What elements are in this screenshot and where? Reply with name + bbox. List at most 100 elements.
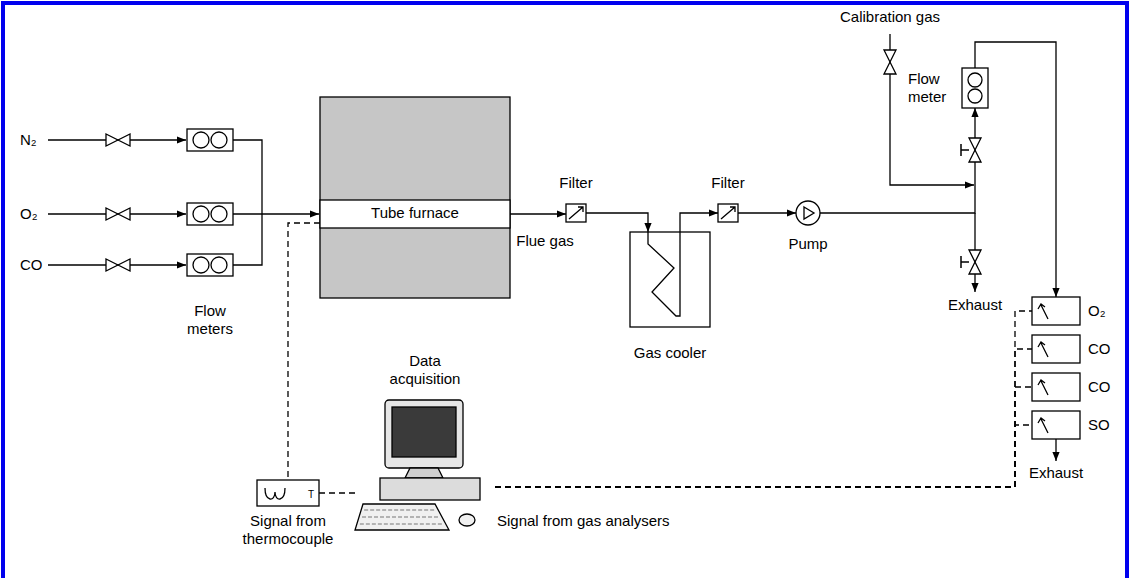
flow-meter-rotor (211, 206, 227, 222)
node-label: CO (1088, 378, 1128, 396)
key-row (360, 524, 443, 525)
gas-analyser-shape (1032, 297, 1080, 325)
exhaust-line (1055, 439, 1056, 461)
valve-symbol (106, 208, 130, 220)
pump-shape (796, 201, 820, 225)
flow-meter-rotor (968, 89, 982, 103)
signal-line (495, 349, 1032, 487)
monitor (385, 400, 463, 468)
analyser-needle (1038, 342, 1048, 357)
gas-analyser-shape (1032, 373, 1080, 401)
analyser-box (1032, 373, 1080, 401)
exhaust-label: Exhaust (1019, 464, 1093, 482)
furnace-tube (320, 200, 510, 228)
computer-case (380, 478, 480, 500)
furnace-inlet-line (233, 213, 319, 214)
pump-mark (804, 207, 814, 219)
flow-meter: Flow meter (962, 68, 988, 108)
node-label: O₂ (1088, 302, 1128, 320)
analyser-box (1032, 335, 1080, 363)
mouse (459, 514, 475, 526)
node-label: SO (1088, 416, 1128, 434)
filter-symbol (718, 204, 738, 222)
node-label: Filter (698, 174, 758, 192)
valve-symbol (106, 134, 130, 146)
filter-shape (566, 204, 586, 222)
needle-valve-symbol (969, 250, 981, 274)
gas-analyser: CO (1032, 335, 1080, 363)
gas-analyser: O₂ (1032, 297, 1080, 325)
node-label: CO (1088, 340, 1128, 358)
data-acquisition-pc: Data acquisition (355, 400, 495, 535)
node-label: Data acquisition (380, 352, 470, 388)
needle-valve-symbol (969, 138, 981, 162)
analyser-needle (1038, 380, 1048, 395)
needle-valve-stem (961, 144, 969, 156)
node-label: Flow meter (908, 70, 956, 106)
flow-meter-rotor (193, 206, 209, 222)
part-label: Flow meters (170, 302, 250, 338)
filter-mark (569, 207, 583, 219)
gas-name: O₂ (20, 205, 54, 223)
filter-symbol (566, 204, 586, 222)
tube-furnace: Tube furnace (320, 200, 510, 228)
signal-label: Signal from gas analysers (497, 512, 687, 530)
data-acquisition-pc-shape (355, 400, 495, 535)
needle-valve-stem (961, 256, 969, 268)
monitor-stand (405, 468, 443, 478)
flow-meter-symbol (187, 254, 233, 276)
stream-label: Flue gas (510, 232, 580, 250)
gas-line (510, 213, 566, 214)
thermocouple-mark: T (306, 489, 316, 501)
analyser-needle (1038, 304, 1048, 319)
thermocouple-symbol (265, 488, 285, 499)
filter-shape (718, 204, 738, 222)
analyser-box (1032, 297, 1080, 325)
gas-cooler: Gas cooler (630, 232, 710, 327)
keyboard (355, 504, 449, 530)
gas-line (738, 212, 796, 213)
flow-meter-rotor (211, 257, 227, 273)
gas-cooler-shape (630, 232, 710, 327)
calibration-line (890, 34, 974, 185)
cooling-coil (648, 232, 680, 316)
thermocouple-box (257, 480, 319, 506)
node-label: Tube furnace (320, 204, 510, 222)
gas-name: N₂ (20, 131, 54, 149)
key-row (362, 517, 439, 518)
monitor-screen (392, 407, 456, 457)
furnace-body (320, 97, 510, 298)
gas-analyser-shape (1032, 335, 1080, 363)
key-row (364, 510, 435, 511)
valve-symbol (106, 259, 130, 271)
gas-line (586, 213, 648, 232)
frame (3, 3, 1127, 578)
flow-meter-rotor (193, 132, 209, 148)
signal-line (495, 387, 1032, 487)
signal-line (495, 425, 1032, 487)
pump-symbol (796, 201, 820, 225)
exhaust-label: Exhaust (938, 296, 1012, 314)
flow-meter-shape (962, 68, 988, 108)
node-label: Filter (546, 174, 606, 192)
analyser-needle (1038, 418, 1048, 433)
signal-line (319, 492, 355, 493)
manifold-line (233, 140, 262, 265)
cooler-box (630, 232, 710, 327)
filter-mark (721, 207, 735, 219)
pump: Pump (796, 201, 820, 225)
signal-line (495, 311, 1032, 487)
gas-analyser: SO (1032, 411, 1080, 439)
node-label: Pump (778, 235, 838, 253)
gas-name: CO (20, 256, 54, 274)
filter: Filter (718, 204, 738, 222)
analyser-box (1032, 411, 1080, 439)
keyboard-keys (360, 510, 443, 524)
stream-label: Calibration gas (826, 8, 954, 26)
flow-meter-rotor (211, 132, 227, 148)
signal-line (288, 223, 320, 480)
flow-meter-rotor (968, 73, 982, 87)
flow-meter-symbol (962, 68, 988, 108)
flow-meter-symbol (187, 129, 233, 151)
flow-meter-symbol (187, 203, 233, 225)
